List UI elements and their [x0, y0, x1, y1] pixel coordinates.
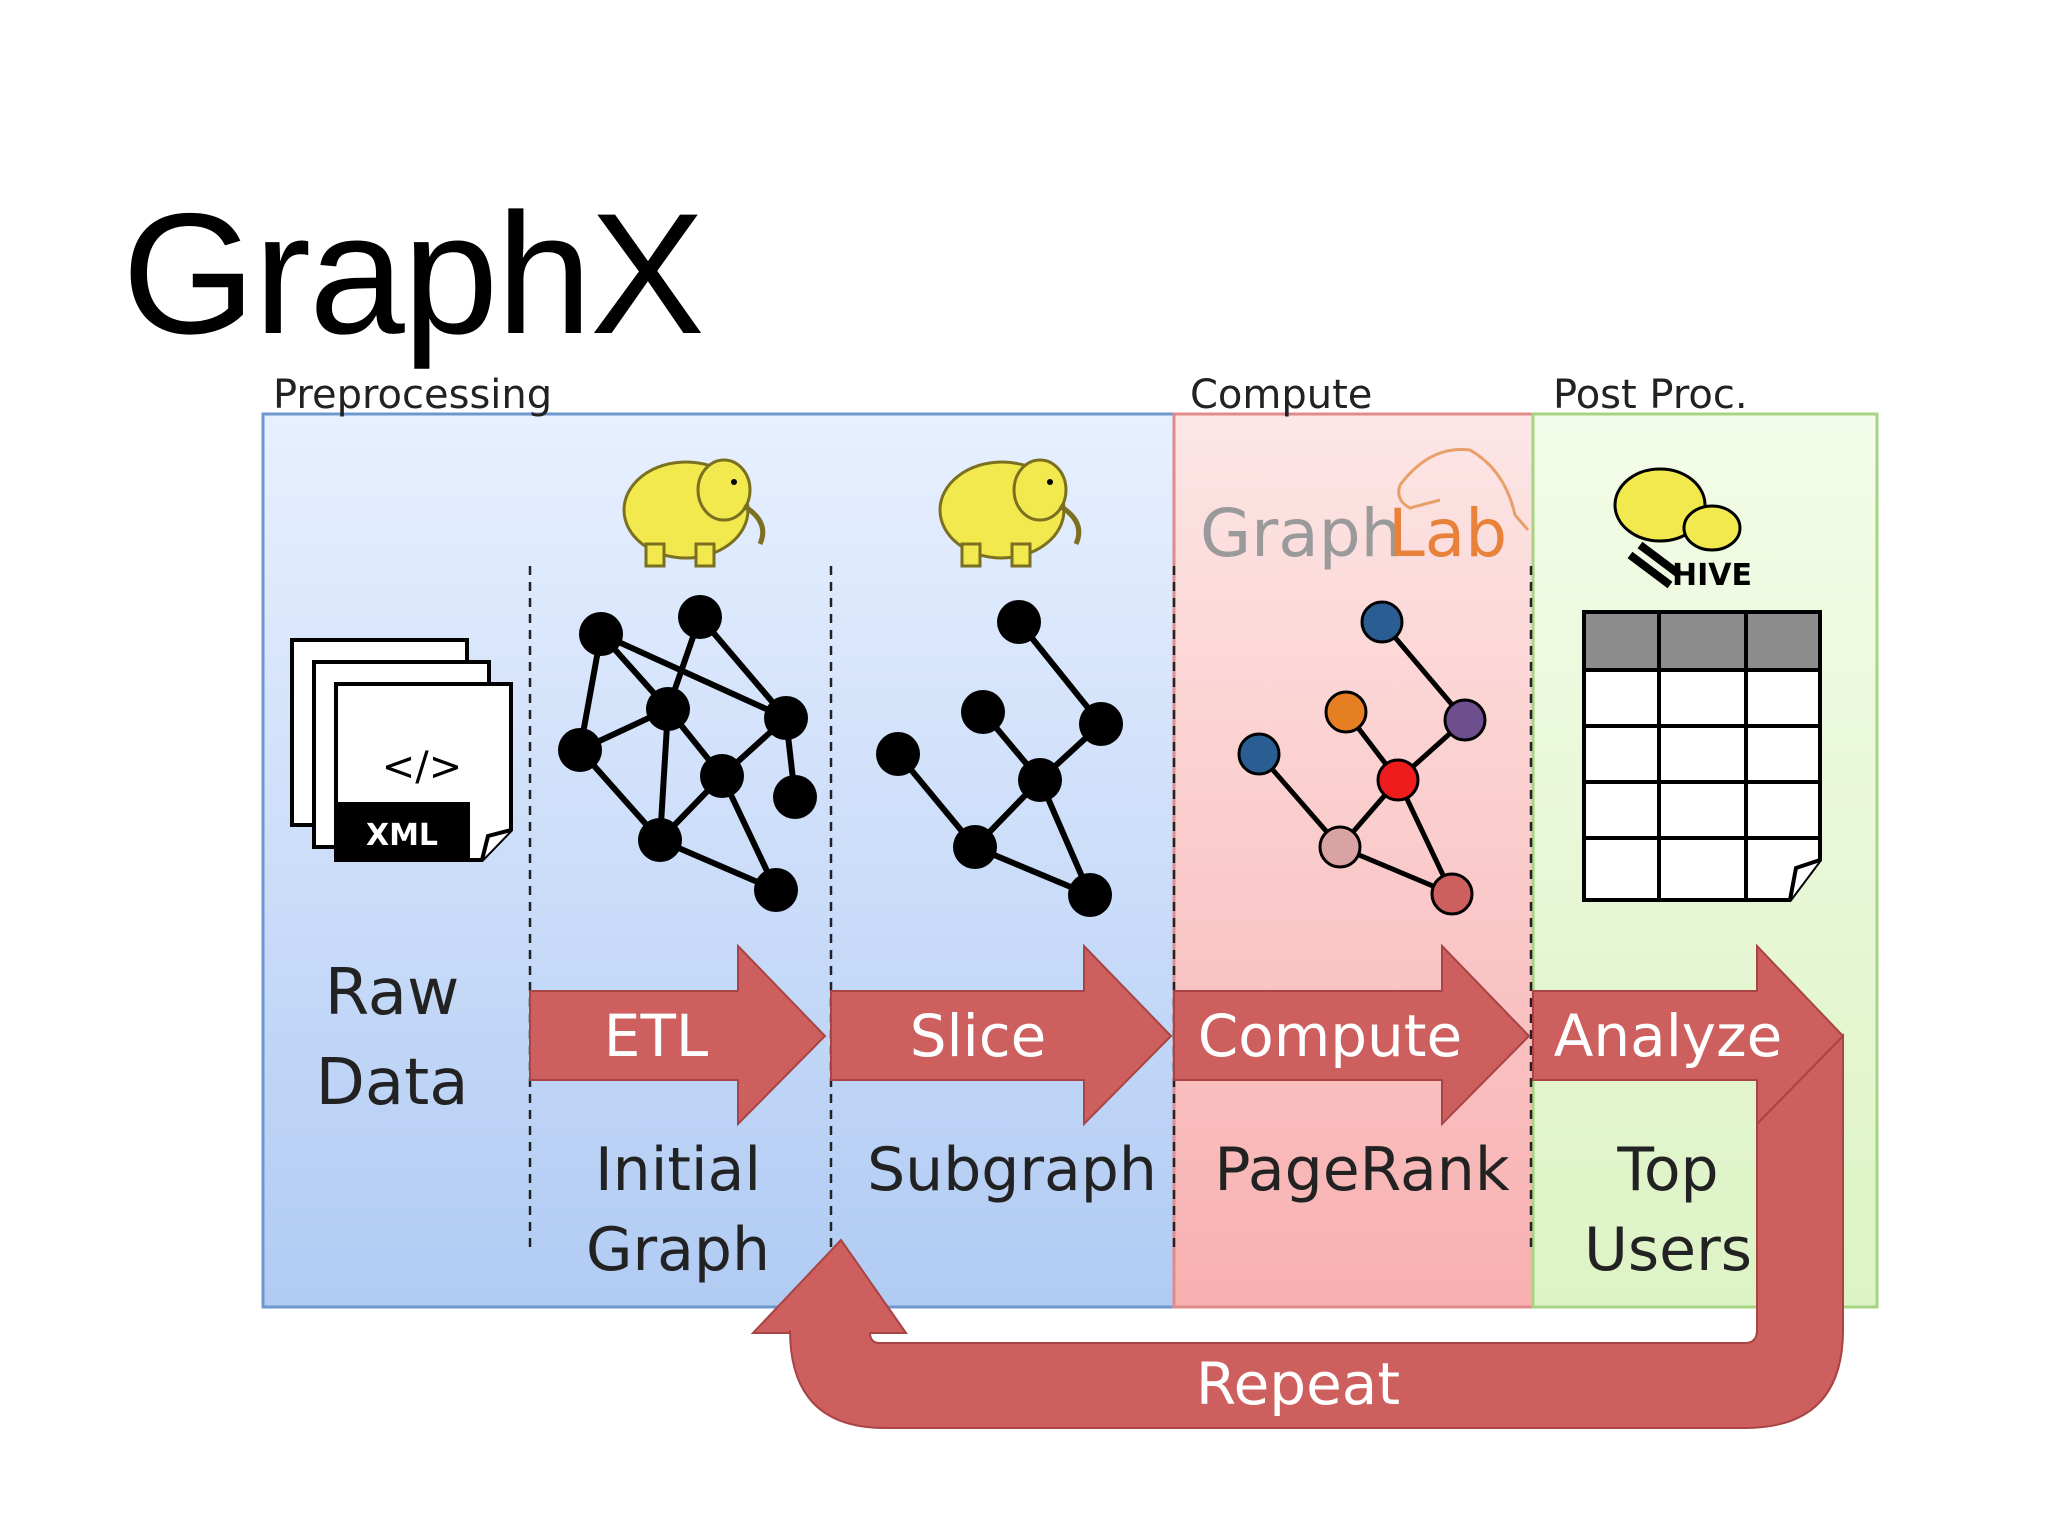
- initial-graph-icon: [558, 595, 817, 912]
- pagerank-graph-icon: [1237, 600, 1487, 916]
- compute-stage-label: Compute: [1190, 372, 1372, 418]
- xml-badge: XML: [366, 818, 438, 853]
- subgraph-icon: [876, 600, 1123, 917]
- preprocessing-label: Preprocessing: [273, 372, 552, 418]
- stage-separators: [528, 566, 1533, 1248]
- analyze-label: Analyze: [1554, 1002, 1783, 1070]
- initial-graph-line2: Graph: [586, 1215, 770, 1285]
- hive-logo: HIVE: [1613, 467, 1752, 593]
- xml-code-glyph: </>: [382, 744, 463, 790]
- etl-arrow: ETL: [529, 943, 827, 1127]
- analyze-arrow: Analyze: [1532, 943, 1845, 1127]
- graphlab-graph-text: Graph: [1200, 495, 1402, 572]
- etl-label: ETL: [604, 1002, 708, 1070]
- compute-arrow: Compute: [1173, 943, 1531, 1127]
- post-proc-label: Post Proc.: [1553, 372, 1748, 418]
- top-users-line2: Users: [1584, 1215, 1752, 1285]
- node-orange: [1324, 690, 1368, 734]
- xml-documents-icon: </> XML: [290, 638, 513, 862]
- raw-data-line1: Raw: [325, 956, 460, 1030]
- hive-text: HIVE: [1672, 558, 1752, 593]
- pagerank-label: PageRank: [1214, 1135, 1509, 1205]
- initial-graph-line1: Initial: [595, 1135, 761, 1205]
- subgraph-label: Subgraph: [867, 1135, 1157, 1205]
- node-blue-left: [1237, 732, 1281, 776]
- hadoop-elephant-icon: [938, 458, 1082, 568]
- graphlab-logo: Graph Lab: [1200, 447, 1530, 572]
- node-purple: [1443, 698, 1487, 742]
- top-users-line1: Top: [1616, 1135, 1718, 1205]
- raw-data-line2: Data: [316, 1046, 469, 1120]
- page-title: GraphX: [122, 178, 705, 370]
- repeat-label: Repeat: [1196, 1350, 1400, 1418]
- node-blue-top: [1360, 600, 1404, 644]
- compute-arrow-label: Compute: [1198, 1002, 1462, 1070]
- table-document-icon: [1582, 610, 1822, 902]
- repeat-arrow: [750, 1033, 1844, 1429]
- node-pink: [1318, 825, 1362, 869]
- slice-arrow: Slice: [830, 943, 1173, 1127]
- node-red: [1376, 758, 1420, 802]
- hadoop-elephant-icon: [622, 458, 766, 568]
- node-rose: [1430, 872, 1474, 916]
- graphlab-lab-text: Lab: [1388, 495, 1507, 572]
- slice-label: Slice: [910, 1002, 1047, 1070]
